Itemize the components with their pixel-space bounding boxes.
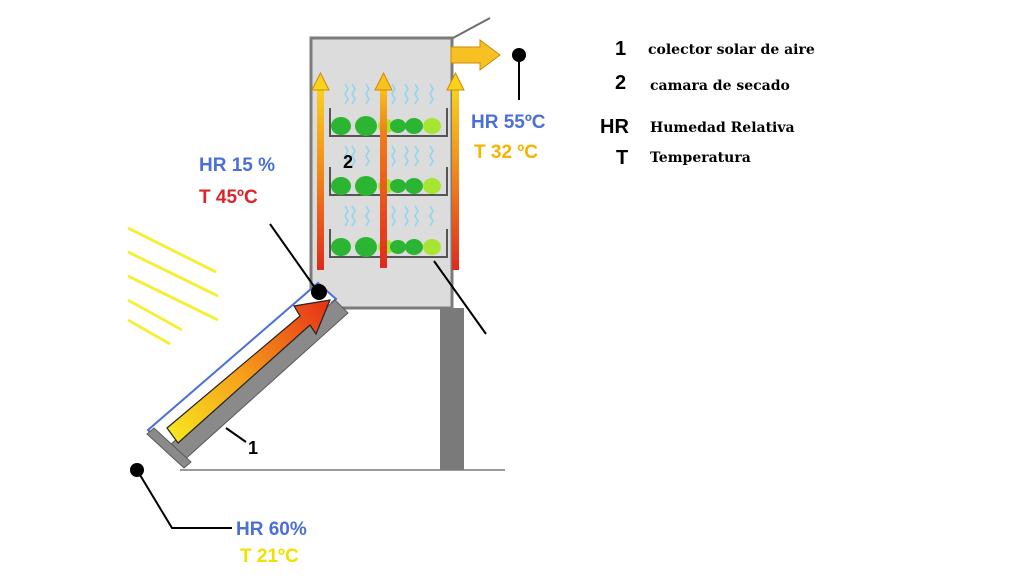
legend-desc: camara de secado [650,78,790,94]
legend: 1 colector solar de aire 2 camara de sec… [600,38,815,169]
inlet-temp-reading: T 21ºC [240,546,299,567]
collector-outlet-hr-reading: HR 15 % [199,155,275,176]
chamber-outlet-hr-reading: HR 55ºC [471,112,546,133]
legend-key: 1 [615,38,626,60]
vapor-wave [344,145,349,167]
legend-key: 2 [615,72,626,94]
measurement-point-icon [130,463,144,477]
produce-item [423,118,441,134]
produce-item [355,116,377,136]
produce-item [390,179,406,193]
chamber-vent-flap [452,17,491,39]
vapor-wave [414,205,419,227]
vapor-wave [404,205,409,227]
vapor-wave [365,205,370,227]
vapor-wave [365,145,370,167]
produce-item [405,239,423,255]
vapor-wave [344,83,349,105]
measurement-point-icon [512,48,526,62]
vapor-wave [429,145,434,167]
drying-tray [329,167,448,196]
produce-item [405,118,423,134]
inlet-hr-reading: HR 60% [236,519,307,540]
vapor-wave [414,145,419,167]
chamber-outlet-temp-reading: T 32 ºC [474,142,538,163]
produce-item [355,237,377,257]
vapor-wave [429,205,434,227]
produce-item [390,119,406,133]
vapor-wave [344,205,349,227]
sun-rays-icon [127,226,219,346]
solar-air-collector [146,281,349,469]
vapor-wave [351,205,356,227]
vapor-wave [365,83,370,105]
measurement-point-icon [311,284,327,300]
legend-desc: Humedad Relativa [650,120,795,136]
vapor-wave-icon [344,83,434,227]
vapor-wave [391,205,396,227]
vapor-wave [351,145,356,167]
leader-lines [136,56,520,529]
chamber-support-post [440,308,464,470]
legend-key: T [616,147,628,169]
vapor-wave [391,83,396,105]
drying-tray [329,229,448,258]
legend-key: HR [600,116,629,138]
produce-item [423,178,441,194]
collector-outlet-temp-reading: T 45ºC [199,187,258,208]
produce-item [405,178,423,194]
legend-desc: colector solar de aire [648,42,815,58]
produce-item [390,240,406,254]
produce-item [355,176,377,196]
chamber-number-label: 2 [343,152,353,172]
vapor-wave [404,145,409,167]
legend-desc: Temperatura [650,150,751,166]
produce-item [331,177,351,195]
vapor-wave [429,83,434,105]
drying-tray [329,108,448,137]
collector-number-label: 1 [248,438,258,458]
vapor-wave [404,83,409,105]
vapor-wave [391,145,396,167]
vapor-wave [351,83,356,105]
vapor-wave [414,83,419,105]
produce-item [331,238,351,256]
outlet-arrow-icon [450,39,501,71]
produce-item [331,117,351,135]
produce-item [423,239,441,255]
drying-trays [329,108,448,258]
hot-air-columns [311,71,465,270]
